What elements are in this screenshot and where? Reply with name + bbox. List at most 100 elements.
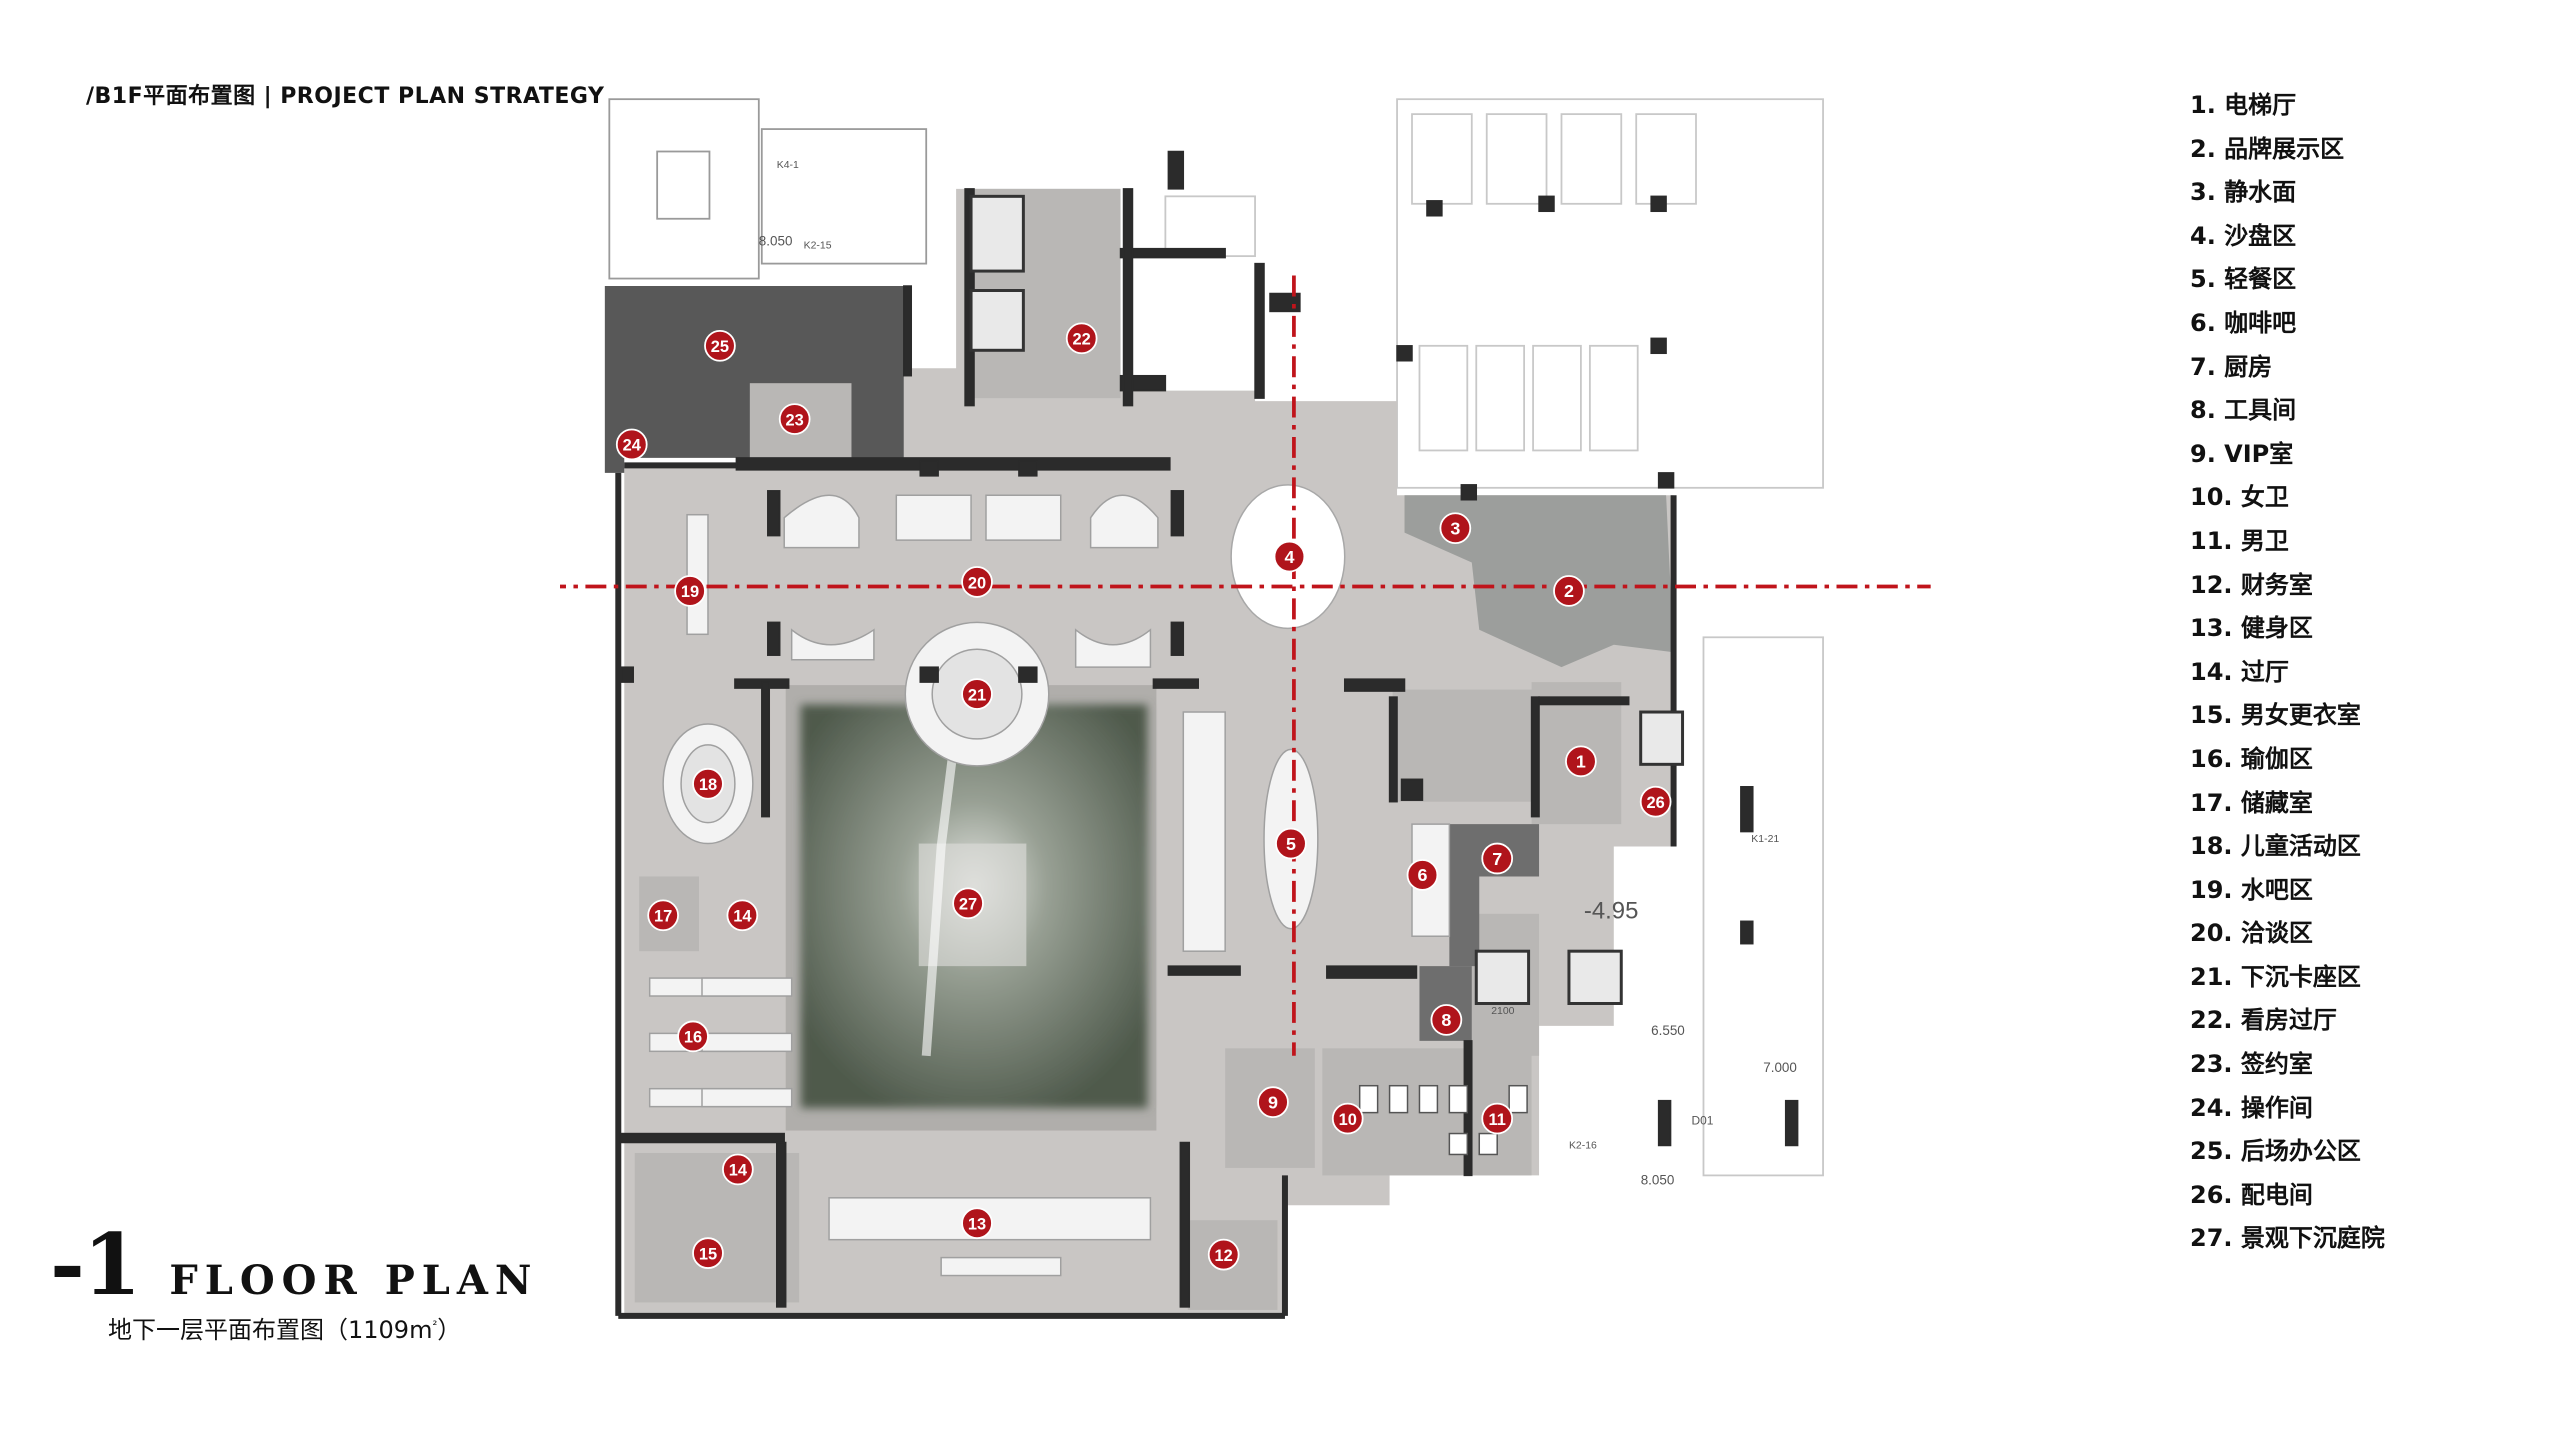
room-marker-5: 5: [1275, 827, 1307, 860]
room-marker-1: 1: [1565, 745, 1597, 778]
legend-item: 6. 咖啡吧: [2190, 308, 2297, 337]
room-marker-7: 7: [1481, 842, 1514, 875]
room-marker-11: 11: [1481, 1102, 1514, 1135]
legend-item: 8. 工具间: [2190, 396, 2297, 425]
room-marker-label: 23: [786, 411, 804, 429]
legend-item: 2. 品牌展示区: [2190, 134, 2345, 163]
room-marker-label: 11: [1489, 1111, 1506, 1129]
room-marker-label: 13: [968, 1215, 986, 1233]
legend-item: 1. 电梯厅: [2190, 91, 2297, 119]
room-marker-circle: [1639, 785, 1672, 818]
room-marker-label: 26: [1646, 794, 1664, 812]
room-marker-18: 18: [692, 767, 724, 800]
elevator-shafts: [969, 194, 1685, 1005]
room-marker-9: 9: [1257, 1086, 1289, 1118]
legend-item: 19. 水吧区: [2190, 875, 2313, 904]
room-marker-circle: [1481, 1102, 1514, 1135]
room-marker-6: 6: [1406, 859, 1439, 891]
room-marker-8: 8: [1430, 1004, 1463, 1036]
room-marker-circle: [615, 428, 648, 461]
floor-number: -1: [50, 1215, 141, 1314]
legend-item: 21. 下沉卡座区: [2190, 962, 2361, 991]
legend-item: 16. 瑜伽区: [2190, 744, 2313, 773]
plan-annotations: -4.95 6.550 7.000 8.050 8.050 D01 K1-21 …: [759, 160, 1797, 1187]
room-marker-circle: [726, 899, 759, 932]
room-marker-circle: [704, 329, 736, 362]
room-marker-13: 13: [961, 1207, 993, 1240]
room-marker-circle: [1065, 322, 1098, 355]
room-marker-27: 27: [952, 887, 984, 920]
room-marker-circle: [1257, 1086, 1289, 1118]
room-marker-label: 7: [1492, 849, 1502, 869]
level-8050-top: 8.050: [759, 234, 793, 249]
tag-k1-21: K1-21: [1751, 834, 1779, 845]
legend-item: 3. 静水面: [2190, 178, 2297, 207]
room-marker-circle: [1207, 1238, 1240, 1271]
furniture: [648, 494, 1451, 1277]
room-marker-label: 18: [699, 776, 717, 794]
header-separator: |: [263, 84, 273, 109]
room-marker-circle: [1273, 540, 1306, 573]
room-marker-label: 19: [681, 583, 699, 601]
room-marker-circle: [1481, 842, 1514, 875]
legend-item: 12. 财务室: [2190, 570, 2313, 599]
legend-item: 22. 看房过厅: [2190, 1006, 2337, 1035]
room-marker-4: 4: [1273, 540, 1306, 573]
subtitle-suffix: ）: [437, 1316, 462, 1344]
room-marker-label: 12: [1215, 1247, 1233, 1265]
room-marker-circle: [778, 403, 811, 435]
room-marker-circle: [1565, 745, 1597, 778]
room-marker-circle: [961, 678, 993, 710]
room-marker-17: 17: [647, 899, 679, 932]
room-marker-label: 16: [684, 1029, 702, 1047]
room-marker-circle: [1406, 859, 1439, 891]
room-marker-label: 8: [1441, 1010, 1451, 1030]
room-marker-circle: [952, 887, 984, 920]
header-strategy: PROJECT PLAN STRATEGY: [280, 84, 605, 109]
room-marker-circle: [677, 1020, 709, 1053]
floor-plan-label: FLOOR PLAN: [169, 1257, 539, 1304]
room-marker-label: 17: [654, 908, 672, 926]
subtitle-prefix: 地下一层平面布置图（1109m: [108, 1316, 433, 1344]
room-marker-14: 14: [722, 1153, 754, 1186]
room-marker-21: 21: [961, 678, 993, 710]
legend-item: 24. 操作间: [2190, 1093, 2313, 1122]
legend-item: 18. 儿童活动区: [2190, 832, 2361, 861]
parking-context: [1164, 98, 1824, 1177]
dim-2100: 2100: [1491, 1006, 1514, 1017]
room-marker-16: 16: [677, 1020, 709, 1053]
room-fills: [634, 188, 1622, 1310]
header-code: /B1F平面布置图: [86, 84, 256, 109]
room-marker-circle: [647, 899, 679, 932]
room-marker-circle: [961, 566, 993, 598]
room-marker-label: 21: [968, 686, 986, 704]
room-marker-15: 15: [692, 1237, 724, 1269]
legend-item: 27. 景观下沉庭院: [2190, 1224, 2385, 1253]
legend-item: 5. 轻餐区: [2190, 265, 2297, 294]
room-marker-circle: [1430, 1004, 1463, 1036]
tag-k2-16: K2-16: [1569, 1140, 1597, 1151]
door-tag: D01: [1692, 1114, 1714, 1128]
room-marker-22: 22: [1065, 322, 1098, 355]
room-marker-circle: [692, 767, 724, 800]
room-marker-3: 3: [1439, 512, 1472, 545]
room-marker-circle: [674, 575, 706, 607]
room-marker-24: 24: [615, 428, 648, 461]
room-legend: 1. 电梯厅 2. 品牌展示区 3. 静水面 4. 沙盘区 5. 轻餐区 6. …: [2190, 84, 2385, 1261]
room-marker-19: 19: [674, 575, 706, 607]
room-marker-label: 27: [959, 896, 977, 914]
room-marker-label: 4: [1284, 547, 1294, 567]
room-marker-25: 25: [704, 329, 736, 362]
legend-item: 11. 男卫: [2190, 526, 2289, 555]
legend-item: 7. 厨房: [2190, 352, 2273, 381]
legend-item: 4. 沙盘区: [2190, 221, 2297, 250]
room-marker-label: 5: [1286, 834, 1296, 854]
room-marker-label: 20: [968, 574, 986, 592]
floor-plan: -4.95 6.550 7.000 8.050 8.050 D01 K1-21 …: [560, 98, 1931, 1319]
legend-item: 14. 过厅: [2190, 657, 2289, 686]
legend-item: 10. 女卫: [2190, 483, 2289, 512]
room-marker-label: 15: [699, 1245, 717, 1263]
water-surface: [1404, 495, 1674, 668]
room-marker-label: 1: [1576, 752, 1586, 772]
